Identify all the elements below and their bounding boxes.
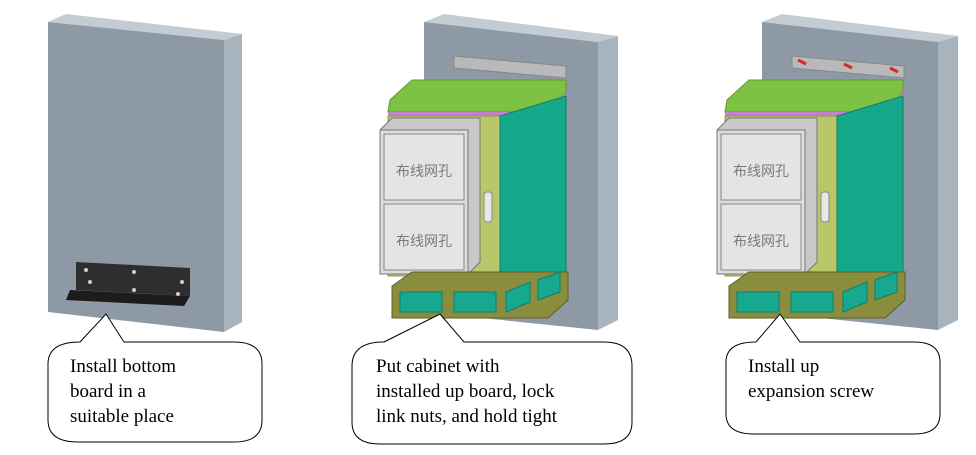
- wall-side: [938, 36, 958, 330]
- caption-line: Put cabinet with: [376, 356, 500, 377]
- caption-line: expansion screw: [748, 381, 875, 402]
- wall-top: [424, 14, 618, 42]
- caption-line: installed up board, lock: [376, 381, 555, 402]
- caption-line: link nuts, and hold tight: [376, 406, 558, 427]
- door-label-lower: 布线网孔: [733, 234, 789, 250]
- step-2-illustration: 布线网孔 布线网孔: [351, 14, 633, 445]
- wall-top: [48, 14, 242, 40]
- step-3-speech-bubble: [725, 313, 941, 435]
- cabinet: [379, 79, 569, 319]
- door-label-upper: 布线网孔: [733, 164, 789, 180]
- cabinet: [716, 79, 906, 319]
- caption-line: Install up: [748, 356, 820, 377]
- step-2-caption: Put cabinet with installed up board, loc…: [376, 354, 557, 429]
- step-1-caption: Install bottom board in a suitable place: [70, 354, 176, 429]
- expansion-screw-icon: [889, 66, 899, 74]
- expansion-screw-icon: [843, 62, 853, 70]
- caption-line: board in a: [70, 381, 146, 402]
- caption-line: suitable place: [70, 406, 174, 427]
- wall-front: [48, 22, 224, 332]
- step-1-speech-bubble: [47, 313, 263, 443]
- caption-line: Install bottom: [70, 356, 177, 377]
- step-3-caption: Install up expansion screw: [748, 354, 874, 404]
- door-label-upper: 布线网孔: [396, 164, 452, 180]
- step-1-illustration: [47, 14, 263, 443]
- expansion-screw-icon: [797, 58, 807, 66]
- step-2-speech-bubble: [351, 313, 633, 445]
- expansion-screws: [797, 58, 899, 74]
- wall-side: [224, 34, 242, 332]
- step-3-illustration: 布线网孔 布线网孔: [716, 14, 958, 435]
- wall-side: [598, 36, 618, 330]
- bottom-board: [66, 262, 190, 306]
- up-board: [453, 55, 567, 79]
- wall-top: [762, 14, 958, 42]
- door-label-lower: 布线网孔: [396, 234, 452, 250]
